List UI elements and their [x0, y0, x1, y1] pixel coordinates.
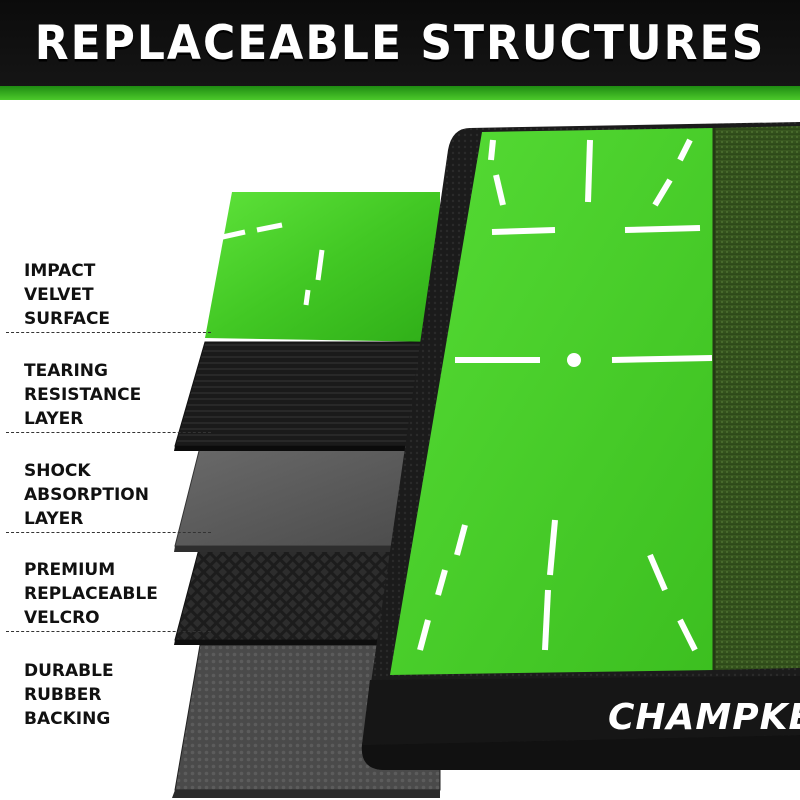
label-line: LAYER	[24, 409, 84, 429]
label-impact-velvet-surface: IMPACT VELVET SURFACE	[24, 259, 199, 331]
label-line: TEARING	[24, 361, 108, 381]
label-shock-absorption-layer: SHOCK ABSORPTION LAYER	[24, 459, 199, 531]
label-durable-rubber-backing: DURABLE RUBBER BACKING	[24, 659, 199, 731]
label-line: DURABLE	[24, 661, 114, 681]
label-line: VELCRO	[24, 608, 100, 628]
divider-dashed-1	[6, 332, 211, 333]
tearing-resistance-layer	[174, 341, 441, 447]
label-line: SURFACE	[24, 309, 111, 329]
divider-dashed-2	[6, 432, 211, 433]
turf-strip	[714, 126, 800, 670]
impact-velvet-layer	[205, 192, 440, 342]
label-line: RUBBER	[24, 685, 102, 705]
brand-clip: CHAMPKE	[600, 690, 800, 750]
hitting-surface-velvet	[390, 128, 714, 675]
label-tearing-resistance-layer: TEARING RESISTANCE LAYER	[24, 359, 199, 431]
header-banner: REPLACEABLE STRUCTURES	[0, 0, 800, 86]
label-line: VELVET	[24, 285, 94, 305]
label-line: ABSORPTION	[24, 485, 149, 505]
divider-dashed-4	[6, 631, 211, 632]
label-line: IMPACT	[24, 261, 96, 281]
product-illustration	[0, 100, 800, 800]
page-title: REPLACEABLE STRUCTURES	[34, 15, 766, 71]
divider-dashed-3	[6, 532, 211, 533]
label-line: SHOCK	[24, 461, 91, 481]
swing-guide-lines	[417, 138, 713, 652]
label-line: PREMIUM	[24, 560, 116, 580]
label-premium-replaceable-velcro: PREMIUM REPLACEABLE VELCRO	[24, 558, 199, 630]
header-green-stripe	[0, 86, 800, 100]
label-line: LAYER	[24, 509, 84, 529]
label-line: BACKING	[24, 709, 111, 729]
ball-position-marker	[567, 353, 581, 367]
label-line: RESISTANCE	[24, 385, 142, 405]
mat-layers-graphic	[172, 122, 800, 798]
brand-logo-text: CHAMPKE	[608, 697, 800, 738]
label-line: REPLACEABLE	[24, 584, 158, 604]
